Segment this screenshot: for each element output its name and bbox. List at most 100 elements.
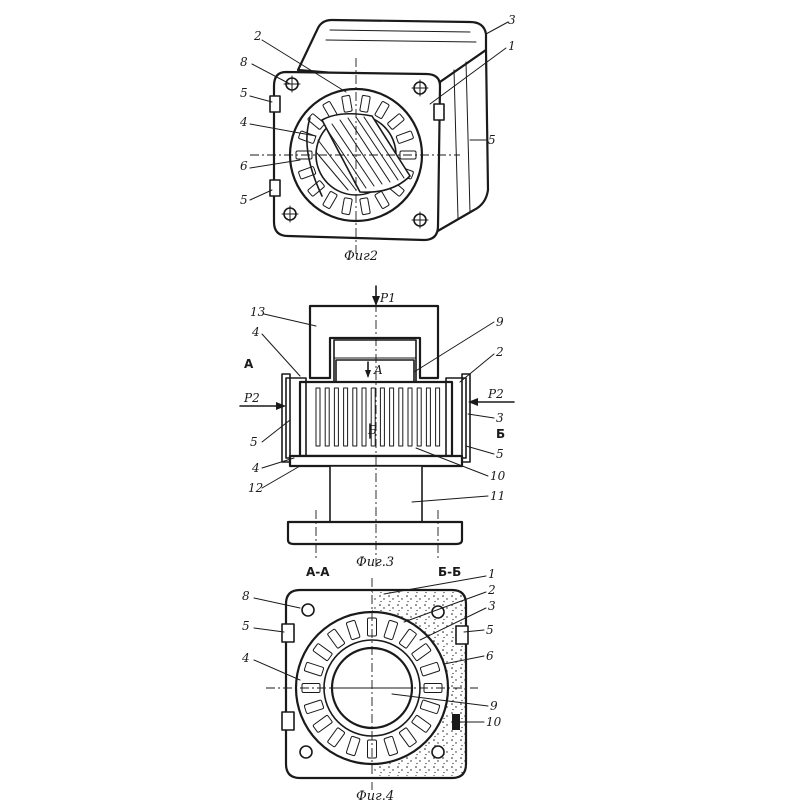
stator-slot xyxy=(303,661,325,677)
callout-8: 8 xyxy=(242,589,250,603)
callout-10: 10 xyxy=(490,469,506,483)
mandrel-base xyxy=(286,520,464,546)
stator-slot xyxy=(298,130,317,144)
core-outline xyxy=(284,588,468,780)
callout-6: 6 xyxy=(486,649,494,663)
stator-slot xyxy=(399,727,417,748)
stator-tooth xyxy=(435,387,441,447)
stator-slot xyxy=(395,130,414,144)
callout-5: 5 xyxy=(242,619,250,633)
callout-4: 4 xyxy=(251,325,260,339)
callout-6: 6 xyxy=(240,159,248,173)
stator-slot xyxy=(298,166,317,180)
callout-1: 1 xyxy=(508,39,516,53)
fixing-groove xyxy=(269,179,281,197)
stator-tooth xyxy=(379,387,385,447)
stator-tooth xyxy=(315,387,321,447)
fixing-groove xyxy=(455,625,469,645)
callout-13: 13 xyxy=(250,305,266,319)
fixing-groove xyxy=(281,623,295,643)
callout-2: 2 xyxy=(495,345,504,359)
core-side-face xyxy=(434,48,490,234)
force-p2-left-label: P2 xyxy=(243,391,260,405)
right-clamp-bar xyxy=(461,373,471,463)
stator-slot xyxy=(374,191,390,209)
section-a-marker: A xyxy=(244,357,254,371)
stator-teeth xyxy=(315,387,441,447)
stator-slot xyxy=(411,715,432,733)
fixing-groove xyxy=(281,711,295,731)
callout-4: 4 xyxy=(241,651,250,665)
stator-tooth xyxy=(425,387,431,447)
stator-slot xyxy=(312,643,333,661)
callout-3: 3 xyxy=(488,599,496,613)
callout-5: 5 xyxy=(496,447,504,461)
stator-slot xyxy=(312,715,333,733)
stator-slot xyxy=(345,619,361,641)
bolt-holes xyxy=(281,75,429,229)
stator-slot xyxy=(327,727,345,748)
stator-slot xyxy=(303,699,325,715)
stator-slot xyxy=(383,735,399,757)
force-p2-right-label: P2 xyxy=(487,387,504,401)
callout-10: 10 xyxy=(486,715,502,729)
stator-tooth xyxy=(370,387,376,447)
callout-5: 5 xyxy=(240,86,248,100)
stator-slot xyxy=(327,628,345,649)
stator-slots xyxy=(301,617,443,759)
callout-3: 3 xyxy=(508,13,516,27)
stator-tooth xyxy=(416,387,422,447)
callout-5: 5 xyxy=(250,435,258,449)
stator-slot xyxy=(322,191,338,209)
figure-3-caption: Фиг.3 xyxy=(356,555,394,570)
figure-3: 13 4 5 4 12 9 2 3 5 10 11 P1 P2 P2 A Б A… xyxy=(239,285,515,579)
callout-12: 12 xyxy=(248,481,263,495)
callout-5: 5 xyxy=(240,193,248,207)
stator-tooth xyxy=(324,387,330,447)
stator-slot xyxy=(341,197,353,216)
stator-tooth xyxy=(333,387,339,447)
callout-2: 2 xyxy=(487,583,496,597)
callout-9: 9 xyxy=(496,315,504,329)
callout-8: 8 xyxy=(240,55,248,69)
press-punch xyxy=(308,304,440,380)
left-clamp-bar xyxy=(281,373,291,463)
callout-5: 5 xyxy=(486,623,494,637)
figure-2: 2 8 5 4 6 5 3 1 5 Фиг2 xyxy=(239,13,516,264)
stator-tooth xyxy=(343,387,349,447)
callout-4: 4 xyxy=(239,115,248,129)
stator-slot xyxy=(383,619,399,641)
stator-slot xyxy=(387,113,405,130)
stator-tooth xyxy=(407,387,413,447)
stator-slot xyxy=(345,735,361,757)
fixing-insert xyxy=(452,714,460,730)
bore-edge xyxy=(306,117,323,197)
fig2-leaders xyxy=(249,21,509,201)
force-p1-label: P1 xyxy=(379,291,396,305)
callout-5: 5 xyxy=(488,133,496,147)
stator-slot xyxy=(419,661,441,677)
figure-2-caption: Фиг2 xyxy=(344,249,378,264)
stator-tooth xyxy=(389,387,395,447)
stator-slot xyxy=(359,197,371,216)
figure-4: 8 5 4 1 2 3 5 6 9 10 Фиг.4 xyxy=(241,567,502,804)
stator-slot xyxy=(399,628,417,649)
stator-slot xyxy=(341,94,353,113)
fixing-groove xyxy=(433,103,445,121)
fixing-groove xyxy=(269,95,281,113)
section-bb-label: Б-Б xyxy=(438,565,461,579)
stator-tooth xyxy=(398,387,404,447)
fig4-leaders xyxy=(253,575,489,723)
fig3-leaders xyxy=(261,313,495,503)
stator-slot xyxy=(307,113,325,130)
stator-slot xyxy=(374,101,390,119)
callout-11: 11 xyxy=(490,489,505,503)
stator-slot xyxy=(419,699,441,715)
winding-bundle xyxy=(321,112,411,193)
callout-4: 4 xyxy=(251,461,260,475)
section-b-marker: Б xyxy=(496,427,505,441)
section-b-inner-marker: Б xyxy=(367,423,377,437)
force-arrows xyxy=(239,285,515,439)
